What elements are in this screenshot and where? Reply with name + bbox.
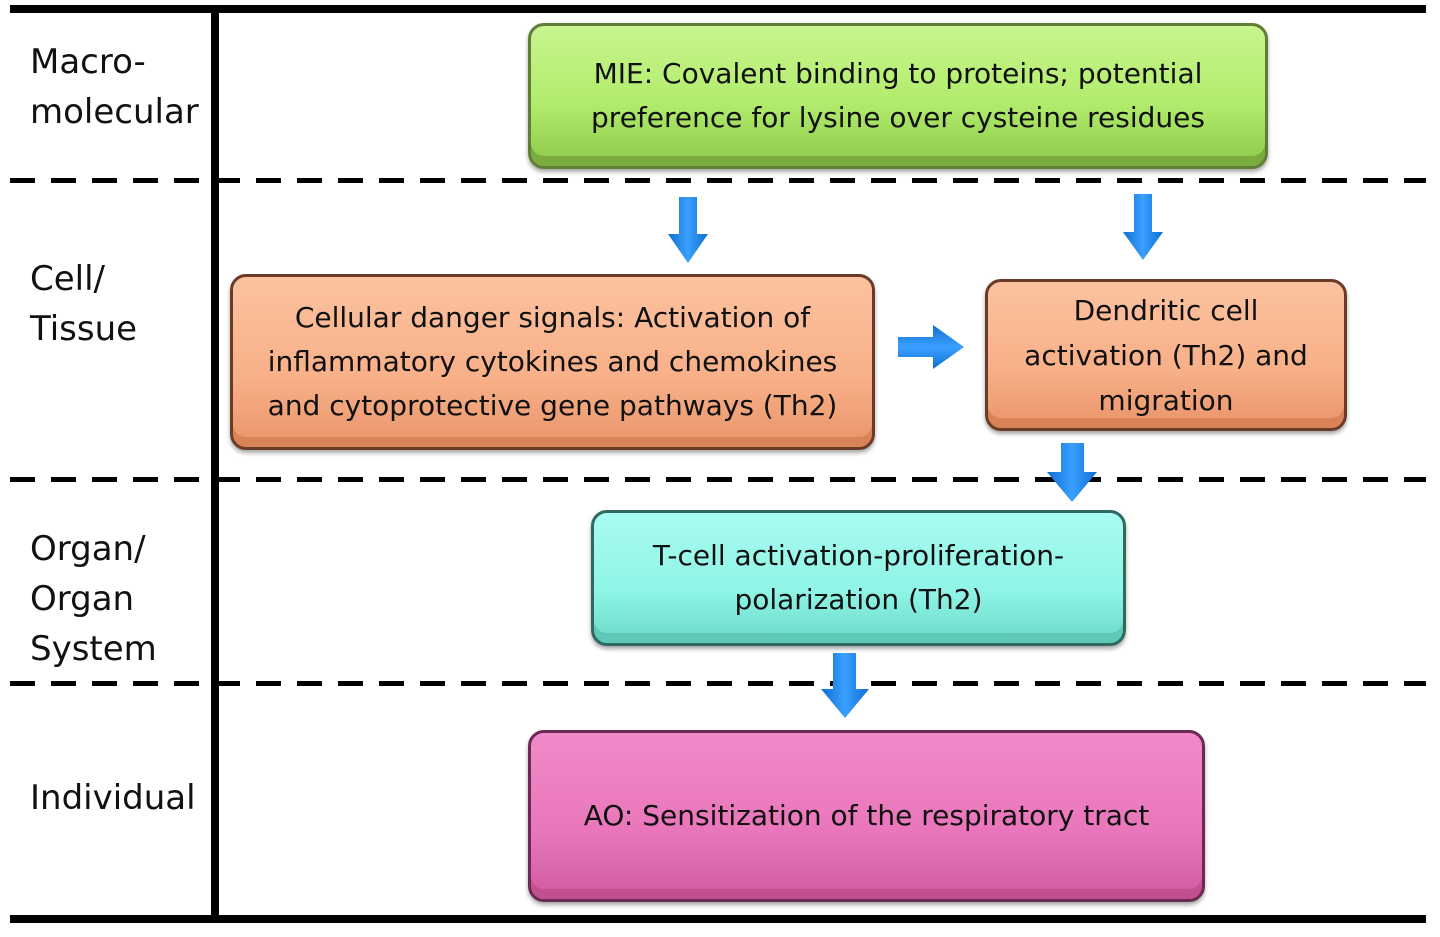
level-label-cell-tissue: Cell/ Tissue — [30, 259, 138, 349]
arrow-down-icon — [1047, 443, 1097, 502]
level-separator-1 — [10, 178, 1426, 183]
level-label-organ: Organ/ Organ System — [30, 529, 157, 669]
arrow-down-icon — [1123, 194, 1163, 260]
adverse-outcome-box: AO: Sensitization of the respiratory tra… — [528, 730, 1205, 902]
level-divider — [211, 8, 219, 922]
top-border — [10, 5, 1426, 13]
level-label-macromolecular: Macro- molecular — [30, 42, 199, 132]
tcell-activation-box: T-cell activation-proliferation- polariz… — [591, 510, 1126, 646]
arrow-down-icon — [821, 653, 869, 718]
arrow-down-icon — [668, 197, 708, 263]
bottom-border — [10, 915, 1426, 923]
level-label-individual: Individual — [30, 778, 196, 818]
arrow-right-icon — [898, 325, 964, 369]
level-separator-3 — [10, 681, 1426, 686]
dendritic-cell-box: Dendritic cell activation (Th2) and migr… — [985, 279, 1347, 431]
danger-signals-box: Cellular danger signals: Activation of i… — [230, 274, 875, 450]
mie-box: MIE: Covalent binding to proteins; poten… — [528, 23, 1268, 169]
level-separator-2 — [10, 477, 1426, 482]
